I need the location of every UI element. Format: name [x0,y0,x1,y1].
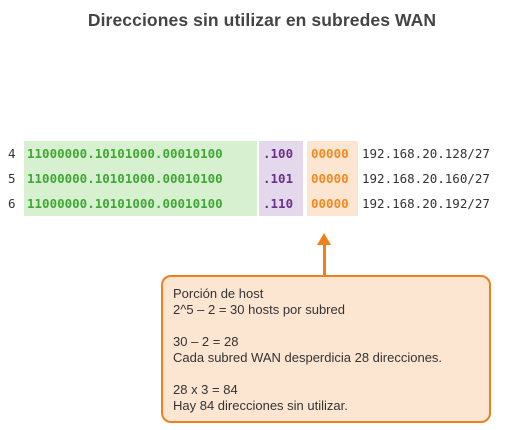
callout-heading: Porción de host [173,286,264,301]
row-number: 4 [8,146,16,161]
address-row: 6 11000000.10101000.00010100 .110 00000 … [6,191,490,216]
network-portion: 11000000.10101000.00010100 [24,191,257,216]
spacer [173,318,489,334]
network-portion: 11000000.10101000.00010100 [24,141,257,166]
arrow-up-icon [317,233,331,245]
dotted-decimal-address: 192.168.20.128/27 [362,146,490,161]
arrow-shaft [323,242,326,275]
callout-total-formula: 28 x 3 = 84 [173,382,238,397]
callout-box: Porción de host 2^5 – 2 = 30 hosts por s… [161,275,491,423]
subnet-portion: .110 [259,191,303,216]
callout-hosts-formula: 2^5 – 2 = 30 hosts por subred [173,302,345,317]
subnet-portion: .101 [259,166,303,191]
host-portion: 00000 [307,166,358,191]
network-portion: 11000000.10101000.00010100 [24,166,257,191]
address-row: 5 11000000.10101000.00010100 .101 00000 … [6,166,490,191]
subnet-portion: .100 [259,141,303,166]
row-number: 6 [8,196,16,211]
dotted-decimal-address: 192.168.20.192/27 [362,196,490,211]
row-number: 5 [8,171,16,186]
callout-waste-text: Cada subred WAN desperdicia 28 direccion… [173,350,443,365]
host-portion: 00000 [307,141,358,166]
dotted-decimal-address: 192.168.20.160/27 [362,171,490,186]
callout-waste-formula: 30 – 2 = 28 [173,334,239,349]
address-table: 4 11000000.10101000.00010100 .100 00000 … [6,141,490,216]
address-row: 4 11000000.10101000.00010100 .100 00000 … [6,141,490,166]
diagram-title: Direcciones sin utilizar en subredes WAN [87,10,437,30]
callout-total-text: Hay 84 direcciones sin utilizar. [173,398,348,413]
host-portion: 00000 [307,191,358,216]
spacer [173,366,489,382]
